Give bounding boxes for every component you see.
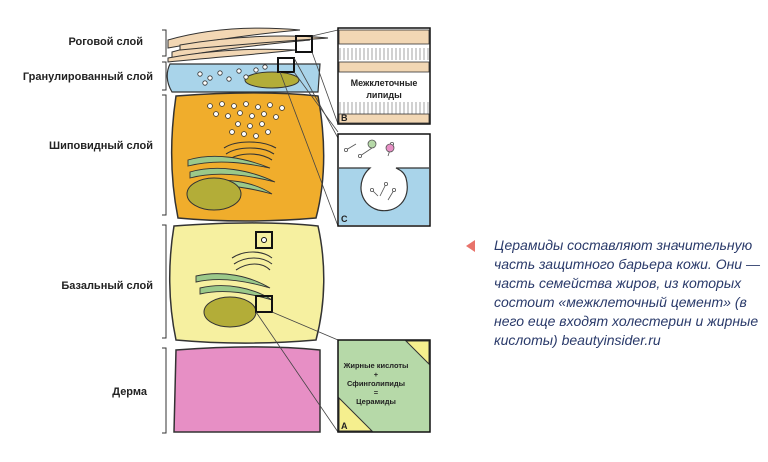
equation-equals: = [374,388,379,397]
equation-line1: Жирные кислоты [343,361,409,370]
inset-lipids: Межклеточные липиды B [337,27,431,125]
granule-marker [261,237,267,243]
spinosum-nucleus [186,177,242,211]
lipids-label-line2: липиды [366,90,402,100]
equation-plus: + [374,370,379,379]
basale-golgi [231,251,273,271]
label-spinosum: Шиповидный слой [49,140,153,152]
connector-lines [255,29,339,433]
granulosum-granules [197,64,268,86]
label-granulosum: Гранулированный слой [23,71,153,83]
granulosum-nucleus [244,71,300,89]
basale-layer [168,222,325,344]
equation-line3: Церамиды [356,397,396,406]
selection-boxes [255,35,313,313]
lipids-label-line1: Межклеточные [351,78,418,88]
label-dermis: Дерма [112,386,148,398]
dermis-layer [173,346,321,433]
basale-nucleus [203,296,257,328]
inset-letter-b: B [341,113,348,123]
caption: Церамиды составляют значительную часть з… [466,236,760,350]
equation-line2: Сфинголипиды [347,379,405,388]
caption-text: Церамиды составляют значительную часть з… [494,237,760,348]
corneum-cells [167,27,329,63]
inset-ceramides: Жирные кислоты + Сфинголипиды = Церамиды… [337,339,431,433]
label-corneum: Роговой слой [68,36,143,48]
spinosum-granules [207,101,285,139]
layer-brackets [162,29,167,434]
caption-marker-icon [466,240,475,252]
inset-letter-c: C [341,214,348,224]
inset-exocytosis: C [337,133,431,227]
inset-letter-a: A [341,421,348,431]
label-basale: Базальный слой [61,280,153,292]
